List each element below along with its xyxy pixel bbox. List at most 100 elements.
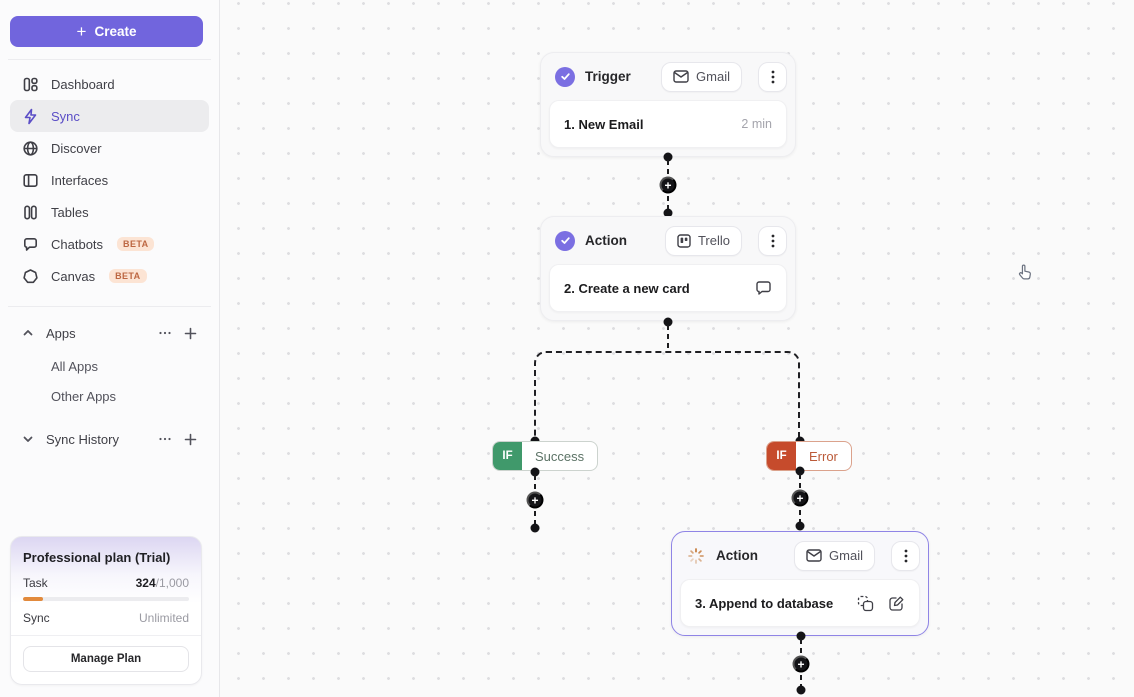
plan-title: Professional plan (Trial)	[23, 550, 171, 565]
connector-dot	[530, 467, 540, 477]
sidebar-item-sync[interactable]: Sync	[10, 100, 209, 132]
sidebar-section-sync-history[interactable]: Sync History	[10, 421, 209, 457]
envelope-icon	[806, 549, 822, 562]
task-progress-bar	[23, 597, 189, 601]
sync-icon	[24, 108, 37, 124]
ellipsis-icon	[159, 437, 171, 441]
app-button-label: Gmail	[696, 69, 730, 84]
sidebar-item-chatbots[interactable]: Chatbots BETA	[10, 228, 209, 260]
edit-icon[interactable]	[888, 595, 905, 612]
apps-add-button[interactable]	[184, 327, 197, 340]
node-kind-label: Action	[716, 548, 758, 563]
sidebar-item-tables[interactable]: Tables	[10, 196, 209, 228]
add-step-button[interactable]: +	[526, 491, 544, 509]
interfaces-icon	[23, 173, 38, 187]
connector-dot	[663, 152, 673, 162]
if-badge: IF	[493, 442, 522, 470]
dashboard-icon	[23, 77, 38, 91]
app-button-trello[interactable]: Trello	[664, 225, 742, 256]
node-action-gmail[interactable]: Action Gmail 3. Append to database	[671, 531, 929, 636]
kebab-icon	[771, 234, 774, 247]
task-usage: 324/1,000	[136, 576, 189, 590]
sidebar-item-interfaces[interactable]: Interfaces	[10, 164, 209, 196]
create-button[interactable]: + Create	[10, 16, 203, 47]
branch-label: Error	[809, 448, 838, 464]
connector-dot	[663, 208, 673, 218]
comment-icon[interactable]	[755, 280, 772, 296]
connector-dot	[796, 685, 806, 695]
loading-spinner-icon	[686, 546, 706, 566]
sidebar-item-label: Tables	[51, 204, 89, 220]
step-label: 1. New Email	[564, 116, 644, 132]
sidebar-item-discover[interactable]: Discover	[10, 132, 209, 164]
check-circle-icon	[555, 66, 575, 87]
app-button-label: Trello	[697, 233, 730, 248]
section-label: Apps	[46, 325, 76, 341]
canvas-icon	[23, 268, 38, 283]
sync-history-add-button[interactable]	[184, 433, 197, 446]
envelope-icon	[673, 70, 689, 83]
connector-dot	[795, 466, 805, 476]
sidebar-item-label: Sync	[51, 108, 80, 124]
sub-item-label: All Apps	[51, 358, 98, 374]
plus-icon	[184, 433, 197, 445]
workflow-canvas[interactable]: Trigger Gmail 1. New Email 2 min +	[220, 0, 1134, 697]
branch-label: Success	[535, 448, 585, 464]
tables-icon	[24, 204, 37, 219]
node-menu-button[interactable]	[758, 61, 787, 92]
task-progress-fill	[23, 597, 43, 601]
branch-if-success[interactable]: IF Success	[492, 441, 599, 471]
app-button-gmail[interactable]: Gmail	[794, 540, 875, 571]
step-duration: 2 min	[741, 117, 772, 131]
node-kind-label: Trigger	[585, 69, 631, 84]
branch-if-error[interactable]: IF Error	[766, 441, 852, 471]
node-step[interactable]: 2. Create a new card	[549, 264, 787, 312]
step-label: 3. Append to database	[695, 595, 834, 611]
sidebar-divider	[8, 59, 211, 60]
sidebar-item-other-apps[interactable]: Other Apps	[10, 381, 209, 411]
sidebar-item-canvas[interactable]: Canvas BETA	[10, 260, 209, 292]
ellipsis-icon	[159, 331, 171, 335]
plan-divider	[11, 635, 201, 636]
sidebar-section-apps[interactable]: Apps	[10, 315, 209, 351]
add-step-button[interactable]: +	[792, 655, 810, 673]
copy-icon[interactable]	[857, 595, 874, 612]
beta-badge: BETA	[117, 237, 155, 251]
task-total: /1,000	[155, 576, 189, 590]
check-circle-icon	[555, 230, 575, 251]
node-step[interactable]: 3. Append to database	[680, 579, 920, 627]
sidebar-item-label: Dashboard	[51, 76, 115, 92]
connector-line	[667, 325, 669, 352]
node-step[interactable]: 1. New Email 2 min	[549, 100, 787, 148]
node-trigger[interactable]: Trigger Gmail 1. New Email 2 min	[540, 52, 796, 157]
section-label: Sync History	[46, 431, 119, 447]
node-menu-button[interactable]	[891, 540, 920, 571]
sidebar-item-all-apps[interactable]: All Apps	[10, 351, 209, 381]
add-step-button[interactable]: +	[659, 176, 677, 194]
sidebar-item-dashboard[interactable]: Dashboard	[10, 68, 209, 100]
node-menu-button[interactable]	[758, 225, 787, 256]
beta-badge: BETA	[109, 269, 147, 283]
node-action-trello[interactable]: Action Trello 2. Create a new card	[540, 216, 796, 321]
task-used: 324	[135, 576, 156, 590]
sync-history-more-button[interactable]	[158, 432, 172, 446]
sidebar-item-label: Canvas	[51, 268, 96, 284]
plus-icon	[184, 327, 197, 339]
add-step-button[interactable]: +	[791, 489, 809, 507]
task-label: Task	[23, 576, 48, 590]
create-button-label: Create	[94, 24, 137, 39]
if-badge: IF	[767, 442, 796, 470]
connector-dot	[796, 631, 806, 641]
manage-plan-button[interactable]: Manage Plan	[23, 646, 189, 672]
sync-label: Sync	[23, 611, 50, 625]
sidebar-item-label: Chatbots	[51, 236, 104, 252]
app-button-gmail[interactable]: Gmail	[661, 61, 742, 92]
apps-more-button[interactable]	[158, 326, 172, 340]
hand-cursor-icon	[1018, 264, 1031, 280]
plan-card: Professional plan (Trial) Task 324/1,000…	[10, 536, 202, 685]
chevron-up-icon	[23, 330, 33, 336]
trello-icon	[677, 233, 691, 248]
discover-icon	[23, 140, 38, 156]
chatbots-icon	[23, 237, 37, 251]
connector-dot	[530, 523, 540, 533]
